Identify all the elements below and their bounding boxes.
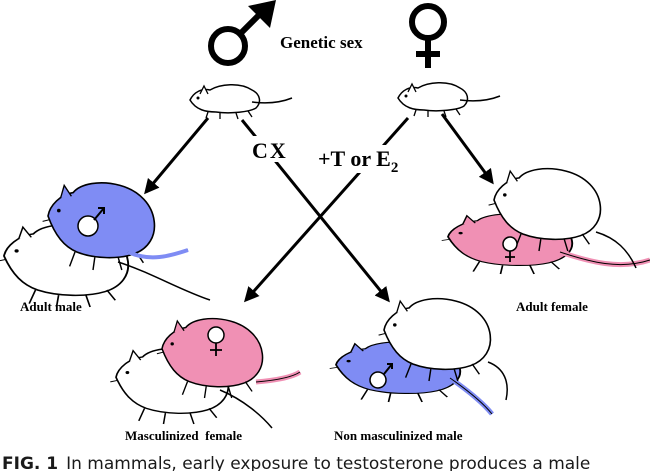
masculinized-female-illustration [109,317,302,429]
male-symbol-icon [208,0,276,66]
adult-male-illustration [0,182,211,308]
genetic-male-rat-icon [189,83,293,120]
masculinized-female-label: Masculinized female [125,428,242,443]
arrow-female-to-adult-female [440,113,494,185]
figure-label: FIG. 1 [2,454,59,471]
arrow-male-to-adult-male [144,117,210,195]
genetic-sex-label: Genetic sex [280,33,363,52]
caption-text: In mammals, early exposure to testostero… [66,454,591,471]
non-masculinized-male-illustration [328,297,508,416]
figure-caption: FIG. 1 In mammals, early exposure to test… [2,452,648,471]
adult-male-label: Adult male [20,299,82,314]
non-masculinized-male-label: Non masculinized male [334,428,463,443]
castration-label: CX [252,138,288,163]
adult-female-label: Adult female [516,299,588,314]
hormone-treatment-label: +T or E2 [318,146,398,176]
female-symbol-icon [409,3,447,68]
adult-female-illustration [440,167,650,275]
genetic-female-rat-icon [397,81,501,118]
